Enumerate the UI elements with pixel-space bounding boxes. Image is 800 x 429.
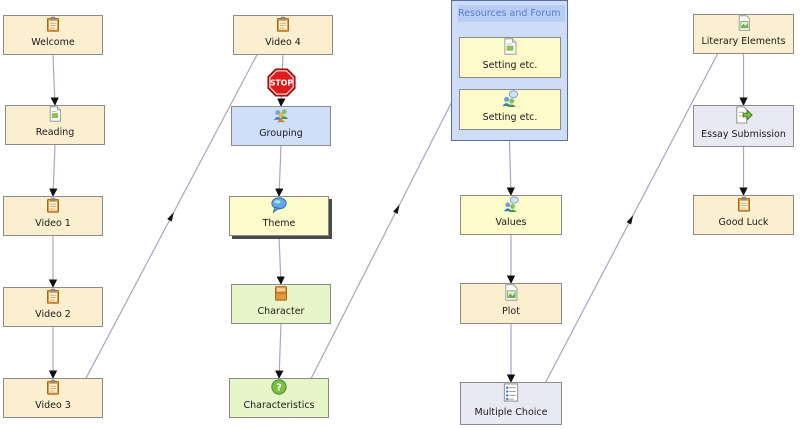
- people-chat-icon: [503, 196, 519, 212]
- node-essay[interactable]: Essay Submission: [693, 105, 794, 147]
- edge-theme-character: [276, 235, 285, 285]
- speech-bubble-icon: [271, 197, 287, 213]
- node-reading[interactable]: Reading: [5, 105, 105, 145]
- node-label: Welcome: [31, 37, 75, 48]
- node-video4[interactable]: Video 4: [233, 15, 333, 55]
- clipboard-icon: [47, 379, 59, 395]
- node-welcome[interactable]: Welcome: [3, 15, 103, 55]
- submit-arrow-icon: [735, 106, 753, 124]
- node-video3[interactable]: Video 3: [3, 378, 103, 418]
- node-label: Literary Elements: [701, 36, 786, 47]
- node-label: Character: [257, 306, 305, 317]
- svg-text:?: ?: [276, 383, 282, 394]
- node-label: Reading: [35, 127, 75, 138]
- document-icon: [49, 106, 61, 122]
- clipboard-icon: [47, 16, 59, 32]
- edge-arrow-characteristics-resources: [393, 204, 400, 214]
- node-setting2[interactable]: Setting etc.: [459, 89, 561, 130]
- edge-arrow-mchoice-literary: [626, 215, 634, 225]
- node-label: Theme: [262, 218, 296, 229]
- node-literary[interactable]: Literary Elements: [693, 14, 794, 54]
- node-label: Multiple Choice: [474, 407, 548, 418]
- node-label: Values: [495, 217, 527, 228]
- edge-reading-video1: [49, 144, 58, 197]
- question-icon: ?: [271, 379, 287, 395]
- people-icon: [273, 109, 289, 123]
- node-label: Characteristics: [243, 400, 315, 411]
- edge-resources-values: [506, 140, 515, 196]
- edge-character-characteristics: [275, 323, 284, 379]
- clipboard-icon: [47, 288, 59, 304]
- node-goodluck[interactable]: Good Luck: [693, 195, 794, 235]
- node-label: Setting etc.: [482, 60, 538, 71]
- node-label: Setting etc.: [482, 112, 538, 123]
- node-label: Video 3: [35, 400, 71, 411]
- document-icon: [504, 38, 517, 55]
- container-title: Resources and Forum: [458, 5, 565, 22]
- node-values[interactable]: Values: [460, 195, 562, 235]
- node-character[interactable]: Character: [231, 284, 331, 324]
- node-setting1[interactable]: Setting etc.: [459, 37, 561, 78]
- notebook-icon: [275, 286, 287, 301]
- image-icon: [738, 15, 750, 31]
- edge-welcome-reading: [50, 54, 59, 106]
- node-mchoice[interactable]: Multiple Choice: [460, 382, 562, 425]
- clipboard-icon: [737, 196, 750, 212]
- checklist-icon: [503, 383, 519, 402]
- people-chat-icon: [502, 90, 519, 107]
- node-video1[interactable]: Video 1: [3, 196, 103, 236]
- stop-sign-label: STOP: [270, 78, 293, 87]
- edge-arrow-video3-video4: [167, 212, 174, 222]
- clipboard-icon: [47, 197, 59, 213]
- node-label: Video 4: [265, 37, 301, 48]
- stop-sign-icon[interactable]: STOP: [267, 68, 296, 97]
- node-label: Essay Submission: [701, 129, 786, 140]
- node-label: Video 1: [35, 218, 71, 229]
- node-video2[interactable]: Video 2: [3, 287, 103, 327]
- node-label: Plot: [502, 306, 520, 317]
- node-label: Grouping: [259, 128, 303, 139]
- node-characteristics[interactable]: ? Characteristics: [229, 378, 329, 418]
- node-label: Video 2: [35, 309, 71, 320]
- node-theme[interactable]: Theme: [229, 196, 329, 236]
- node-plot[interactable]: Plot: [460, 283, 562, 324]
- node-label: Good Luck: [718, 217, 769, 228]
- clipboard-icon: [277, 16, 289, 32]
- node-grouping[interactable]: Grouping: [231, 106, 331, 146]
- image-icon: [505, 284, 518, 301]
- edge-grouping-theme: [275, 145, 284, 197]
